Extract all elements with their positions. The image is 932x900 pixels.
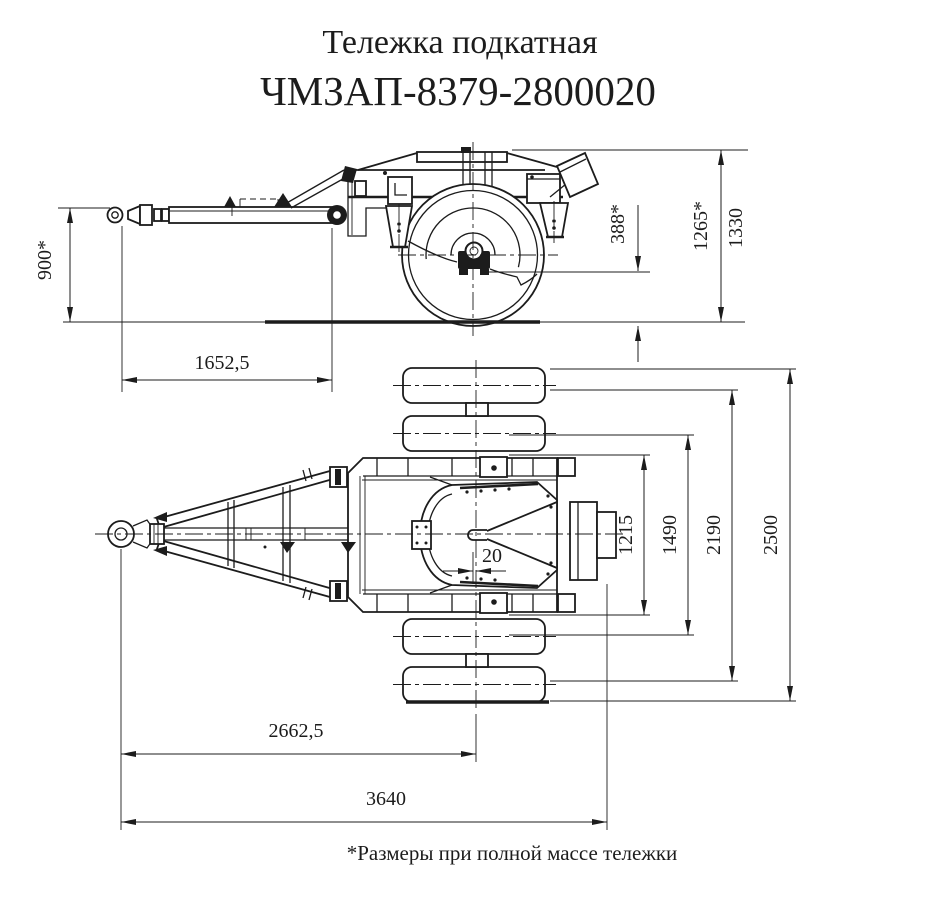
dim-eye-to-frame: 1652,5 bbox=[195, 352, 250, 374]
side-view-dimensions: 900* 1652,5 388* 1265* 1330 bbox=[34, 149, 748, 392]
drawbar-side bbox=[106, 166, 367, 226]
dim-eye-to-axle: 2662,5 bbox=[269, 720, 324, 742]
tires bbox=[393, 367, 556, 704]
dim-platform-height: 388* bbox=[607, 204, 629, 244]
footnote-text: *Размеры при полной массе тележки bbox=[347, 841, 678, 865]
rear-coupling-block bbox=[596, 511, 617, 559]
kingpin-slot bbox=[467, 529, 487, 541]
right-spring-hanger bbox=[526, 173, 570, 243]
left-spring-hanger bbox=[384, 176, 414, 253]
front-clamp bbox=[224, 196, 236, 207]
plan-view bbox=[95, 360, 625, 712]
model-number: ЧМЗАП-8379-2800020 bbox=[260, 68, 656, 114]
dim-overall-length: 3640 bbox=[366, 788, 406, 810]
page-title: Тележка подкатная bbox=[322, 24, 598, 61]
dim-track-width: 2190 bbox=[703, 515, 725, 555]
dim-frame-width: 1490 bbox=[659, 515, 681, 555]
strut-anchor bbox=[341, 166, 357, 183]
rear-chute bbox=[555, 151, 600, 199]
title-block: Тележка подкатная ЧМЗАП-8379-2800020 bbox=[260, 24, 656, 114]
dim-kingpin-offset: 20 bbox=[482, 545, 502, 567]
plan-view-dimensions: 20 1215 1490 2190 2500 2662,5 3640 bbox=[120, 368, 796, 830]
dim-height-laden: 1265* bbox=[690, 201, 712, 251]
rear-cross-beam bbox=[569, 501, 598, 581]
dim-spring-centers: 1215 bbox=[615, 515, 637, 555]
bolster-plate bbox=[411, 476, 558, 594]
bolster-rivets bbox=[465, 487, 553, 582]
dim-drawbar-height: 900* bbox=[34, 240, 56, 280]
dim-overall-width: 2500 bbox=[760, 515, 782, 555]
dim-height-overall: 1330 bbox=[725, 208, 747, 248]
side-view bbox=[63, 142, 745, 336]
rear-clamp bbox=[274, 193, 292, 207]
